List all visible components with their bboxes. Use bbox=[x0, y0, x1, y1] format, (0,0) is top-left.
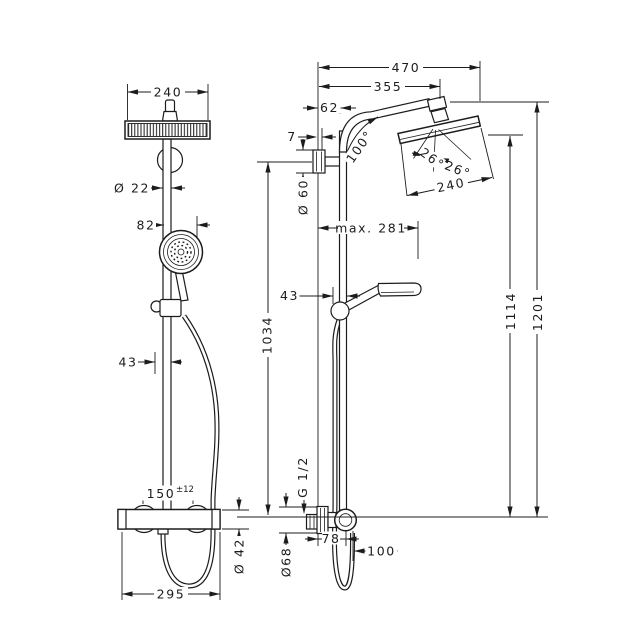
handshower-front bbox=[158, 229, 204, 275]
dim-side-total-reach: 470 bbox=[389, 60, 423, 75]
svg-text:max. 281: max. 281 bbox=[335, 221, 407, 236]
svg-text:Ø 60: Ø 60 bbox=[296, 179, 311, 215]
svg-text:62: 62 bbox=[320, 100, 339, 115]
svg-text:240: 240 bbox=[435, 175, 466, 196]
svg-text:78: 78 bbox=[321, 531, 340, 546]
svg-text:355: 355 bbox=[374, 79, 403, 94]
dim-side-arm-reach: 355 bbox=[371, 79, 405, 94]
dim-front-pipe-diameter: Ø 22 bbox=[113, 181, 151, 196]
svg-text:Ø68: Ø68 bbox=[279, 547, 294, 578]
side-view-drawing bbox=[305, 62, 482, 591]
svg-text:Ø 22: Ø 22 bbox=[114, 181, 150, 196]
dim-side-hose-clearance: 100 bbox=[365, 544, 398, 559]
thermostat-valve-front bbox=[117, 504, 221, 535]
dim-side-valve-depth: 78 bbox=[321, 531, 340, 546]
handshower-handle-front bbox=[174, 269, 189, 302]
dim-front-valve-diameter: Ø 42 bbox=[232, 536, 247, 576]
dim-front-handshower-offset: 82 bbox=[136, 218, 156, 233]
svg-text:43: 43 bbox=[280, 288, 299, 303]
dim-side-holder-depth: 43 bbox=[279, 288, 300, 303]
svg-text:±12: ±12 bbox=[176, 485, 194, 495]
dim-front-holder-offset: 43 bbox=[118, 355, 138, 370]
svg-text:1114: 1114 bbox=[503, 292, 518, 330]
svg-text:1034: 1034 bbox=[260, 316, 275, 354]
svg-text:295: 295 bbox=[157, 587, 186, 602]
shower-hose-side bbox=[331, 319, 355, 591]
slider-holder-front bbox=[150, 298, 182, 318]
front-view-drawing bbox=[117, 99, 221, 589]
riser-pipe-front bbox=[162, 138, 172, 511]
dim-side-height-to-face: 1114 bbox=[503, 289, 518, 333]
dim-side-max-reach: max. 281 bbox=[335, 221, 407, 236]
svg-text:240: 240 bbox=[154, 85, 183, 100]
dim-side-thread-size: G 1/2 bbox=[295, 454, 310, 500]
svg-text:82: 82 bbox=[136, 218, 155, 233]
svg-text:470: 470 bbox=[392, 60, 421, 75]
dim-side-total-height: 1201 bbox=[530, 290, 545, 334]
overhead-shower-front bbox=[124, 120, 211, 140]
dimension-labels: 240 Ø 22 82 43 150 ±12 Ø 42 295 1 bbox=[113, 60, 545, 602]
dim-front-valve-spacing: 150 ±12 bbox=[142, 485, 194, 501]
svg-text:Ø 42: Ø 42 bbox=[232, 538, 247, 574]
dim-side-valve-escutcheon: Ø68 bbox=[279, 545, 294, 579]
dim-front-valve-width: 295 bbox=[154, 587, 188, 602]
head-connector-nut bbox=[426, 95, 448, 112]
thermostat-valve-side bbox=[305, 505, 358, 535]
dim-front-pipe-height: 1034 bbox=[260, 313, 275, 357]
dim-side-head-depth: 240 bbox=[432, 174, 469, 196]
dim-side-wall-to-pipe: 62 bbox=[318, 100, 341, 115]
svg-text:150: 150 bbox=[147, 486, 176, 501]
arm-fitting-front bbox=[164, 99, 176, 113]
svg-text:100: 100 bbox=[367, 544, 396, 559]
wall-escutcheon-side bbox=[312, 149, 342, 174]
svg-text:43: 43 bbox=[118, 355, 137, 370]
dim-side-escutcheon-diameter: Ø 60 bbox=[296, 177, 311, 217]
arm-fitting-flange bbox=[161, 110, 179, 122]
svg-text:G 1/2: G 1/2 bbox=[295, 456, 310, 498]
svg-text:1201: 1201 bbox=[530, 293, 545, 331]
dim-front-head-width: 240 bbox=[151, 85, 185, 100]
svg-text:7: 7 bbox=[287, 129, 297, 144]
head-ball-joint bbox=[430, 107, 450, 124]
shower-hose-front bbox=[160, 314, 220, 589]
dim-side-wall-gap: 7 bbox=[286, 129, 298, 144]
handshower-side bbox=[377, 282, 422, 297]
holder-pivot bbox=[330, 301, 350, 321]
